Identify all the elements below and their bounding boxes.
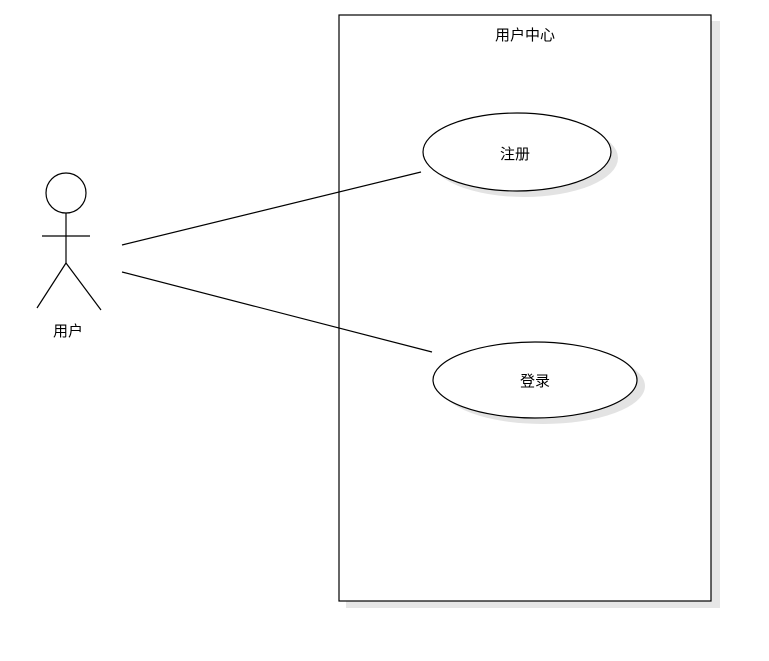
use-case-register: 注册 — [422, 112, 618, 197]
system-boundary: 用户中心 — [338, 14, 720, 608]
system-boundary-box — [338, 14, 712, 602]
actor-left-leg — [36, 262, 67, 309]
use-case-register-label: 注册 — [500, 145, 530, 163]
use-case-login: 登录 — [432, 341, 645, 424]
actor-label: 用户 — [53, 322, 83, 340]
association-register — [121, 171, 422, 246]
use-case-login-ellipse — [432, 341, 638, 419]
actor-head — [45, 172, 87, 214]
actor-user: 用户 — [36, 172, 102, 340]
use-case-register-ellipse — [422, 112, 612, 192]
actor-right-leg — [65, 262, 102, 311]
association-login — [121, 271, 433, 353]
use-case-login-label: 登录 — [520, 372, 550, 390]
system-title: 用户中心 — [495, 26, 555, 44]
